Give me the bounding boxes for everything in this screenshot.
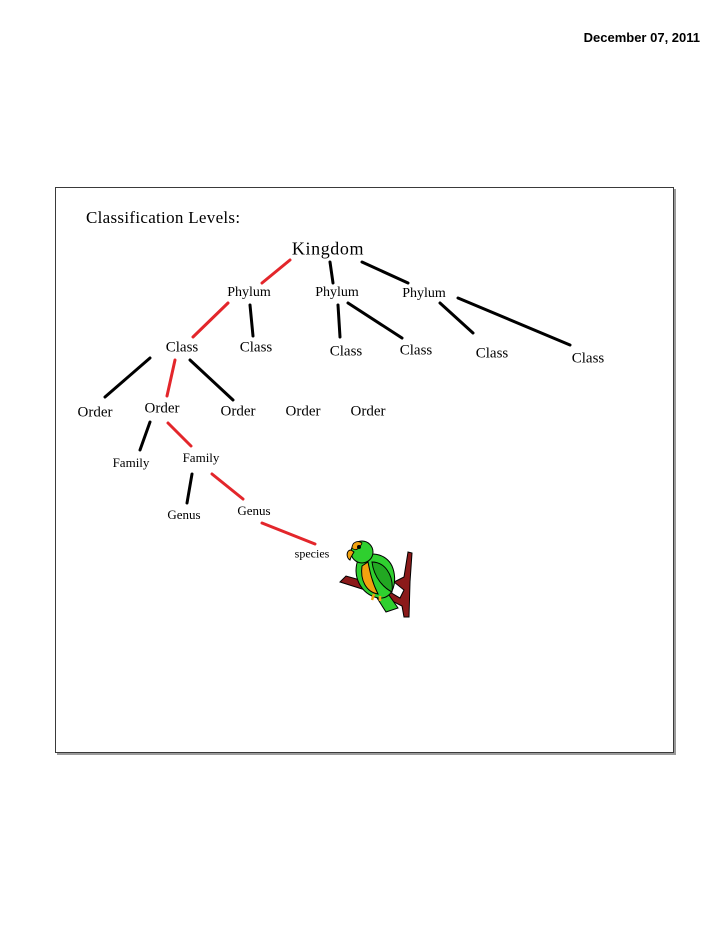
node-family-2: Family	[182, 450, 220, 465]
edge-order2-family2	[166, 421, 193, 448]
node-class-5: Class	[475, 345, 509, 362]
edge-kingdom-phylum1	[260, 258, 292, 285]
diagram-frame	[55, 187, 674, 753]
node-genus-2: Genus	[237, 503, 271, 518]
diagram-heading: Classification Levels:	[86, 208, 241, 227]
edge-phylum3-class6	[456, 296, 572, 347]
edge-phylum1-class2	[248, 303, 255, 338]
edge-phylum2-class3	[336, 303, 342, 339]
node-class-3: Class	[329, 343, 363, 360]
edge-phylum1-class1	[191, 301, 230, 339]
edge-family2-genus2	[210, 472, 245, 501]
parrot-icon	[339, 540, 413, 618]
node-genus-1: Genus	[167, 507, 201, 522]
edge-order2-family1	[138, 420, 152, 452]
edge-kingdom-phylum3	[360, 260, 410, 285]
node-class-1: Class	[165, 339, 199, 356]
node-class-4: Class	[399, 342, 433, 359]
edge-phylum2-class4	[346, 301, 404, 340]
edge-class1-order1	[103, 356, 152, 399]
date-stamp: December 07, 2011	[583, 30, 700, 45]
node-order-3: Order	[220, 403, 256, 420]
node-phylum-1: Phylum	[227, 285, 271, 300]
node-phylum-2: Phylum	[315, 285, 359, 300]
node-class-6: Class	[571, 350, 605, 367]
edge-kingdom-phylum2	[328, 260, 335, 285]
edge-class1-order3	[188, 358, 235, 402]
edge-genus2-species	[260, 521, 317, 546]
node-class-2: Class	[239, 339, 273, 356]
node-order-5: Order	[350, 403, 386, 420]
node-family-1: Family	[112, 455, 150, 470]
node-order-4: Order	[285, 403, 321, 420]
node-species: species	[294, 546, 330, 561]
edge-phylum3-class5	[438, 301, 475, 335]
node-kingdom: Kingdom	[291, 238, 365, 259]
node-order-2: Order	[144, 400, 180, 417]
edge-class1-order2	[165, 358, 177, 398]
edge-family2-genus1	[185, 472, 194, 505]
node-order-1: Order	[77, 404, 113, 421]
node-phylum-3: Phylum	[402, 286, 446, 301]
